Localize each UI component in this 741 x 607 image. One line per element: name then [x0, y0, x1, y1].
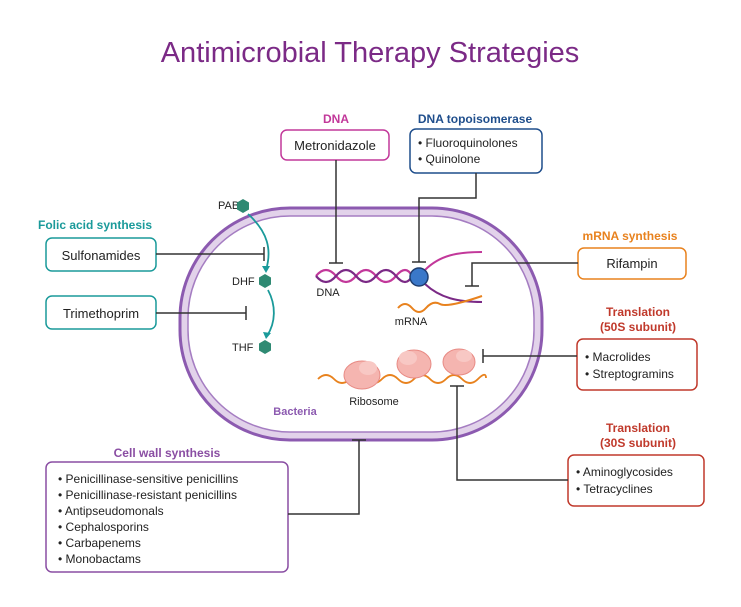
dna-heading: DNA — [323, 112, 349, 126]
mrna-heading: mRNA synthesis — [583, 229, 678, 243]
metronidazole-label: Metronidazole — [294, 138, 376, 153]
translation50-heading-line1: Translation — [606, 305, 670, 319]
mrna-strand-icon — [397, 295, 483, 313]
translation30-heading-line2: (30S subunit) — [600, 436, 676, 450]
macrolides-label: • Macrolides — [585, 350, 651, 364]
aminoglycosides-label: • Aminoglycosides — [576, 465, 673, 479]
dhf-label: DHF — [232, 276, 255, 288]
paba-to-dhf-arrowhead — [262, 266, 270, 273]
cellwall-inhibition-line — [288, 440, 360, 515]
paba-to-dhf-arrow — [247, 213, 270, 271]
rifampin-inhibition-line — [471, 262, 578, 286]
trimethoprim-label: Trimethoprim — [63, 306, 139, 321]
mrna-label: mRNA — [395, 316, 428, 328]
cellwall-drug-5: • Carbapenems — [58, 536, 141, 550]
tetracyclines-label: • Tetracyclines — [576, 482, 653, 496]
translation30-heading-line1: Translation — [606, 421, 670, 435]
folic-acid-heading: Folic acid synthesis — [38, 218, 152, 232]
dna-strand-upper — [424, 251, 483, 271]
paba-hexagon-icon — [237, 199, 249, 213]
sulfonamides-label: Sulfonamides — [62, 248, 141, 263]
dhf-to-thf-arrow — [266, 289, 275, 337]
cellwall-box — [45, 461, 289, 573]
dna-helix-icon — [315, 268, 413, 284]
metronidazole-box — [280, 129, 390, 161]
quinolone-label: • Quinolone — [418, 152, 481, 166]
dna-label: DNA — [316, 287, 340, 299]
topoisomerase-icon — [409, 267, 429, 287]
page-title: Antimicrobial Therapy Strategies — [161, 37, 580, 69]
streptogramins-label: • Streptogramins — [585, 367, 674, 381]
dna-strand-lower — [424, 283, 483, 303]
fluoroquinolones-label: • Fluoroquinolones — [418, 136, 518, 150]
dhf-hexagon-icon — [259, 274, 271, 288]
translation50-box — [576, 338, 698, 391]
topo-heading: DNA topoisomerase — [418, 112, 533, 126]
cellwall-drug-4: • Cephalosporins — [58, 520, 149, 534]
cellwall-drug-6: • Monobactams — [58, 552, 141, 566]
cellwall-heading: Cell wall synthesis — [114, 446, 221, 460]
topo-inhibition-line — [418, 173, 477, 262]
ribosome-label: Ribosome — [349, 396, 399, 408]
rifampin-label: Rifampin — [606, 256, 657, 271]
translation50-heading-line2: (50S subunit) — [600, 320, 676, 334]
bacteria-label: Bacteria — [273, 406, 317, 418]
cellwall-drug-3: • Antipseudomonals — [58, 504, 164, 518]
thf-label: THF — [232, 342, 254, 354]
dhf-to-thf-arrowhead — [263, 332, 271, 339]
ribosome-icon — [317, 348, 487, 390]
thf-hexagon-icon — [259, 340, 271, 354]
translation30-inhibition-line — [456, 386, 568, 481]
cellwall-drug-2: • Penicillinase-resistant penicillins — [58, 488, 237, 502]
cellwall-drug-1: • Penicillinase-sensitive penicillins — [58, 472, 238, 486]
translation30-box — [567, 454, 705, 507]
